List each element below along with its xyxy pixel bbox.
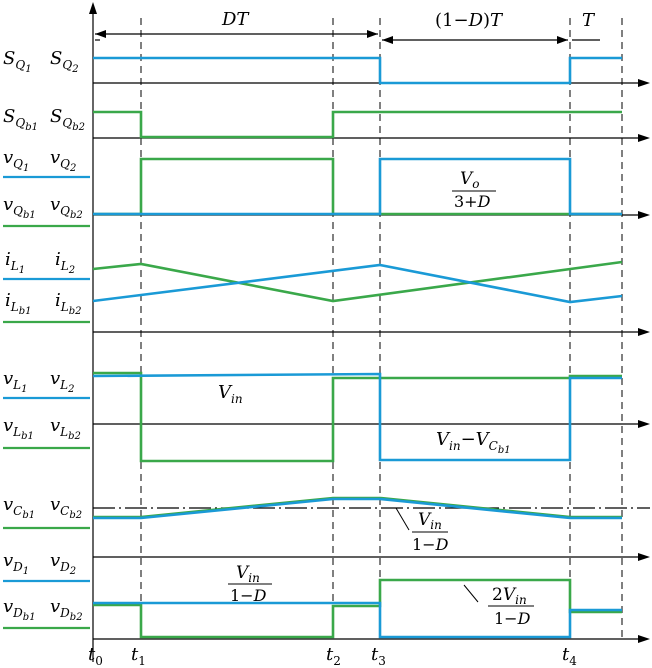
svg-text:iL1: iL1 [5,249,25,276]
vdb-voltage-waveform [93,578,622,639]
svg-text:vD2: vD2 [50,550,76,577]
svg-text:t0: t0 [88,644,103,668]
svg-text:vCb2: vCb2 [50,494,82,521]
svg-text:vQ2: vQ2 [50,147,76,174]
svg-text:vDb1: vDb1 [3,596,36,623]
svg-text:1−D: 1−D [494,609,531,628]
svg-text:iLb1: iLb1 [5,290,32,317]
row-label-sqb: SQb1 SQb2 [3,106,85,133]
horizontal-axes [93,79,650,643]
vq-voltage-waveform [93,157,622,216]
svg-text:1−D: 1−D [230,586,267,605]
annotation-vd-fraction: Vin 1−D [228,563,272,605]
svg-text:iL2: iL2 [55,249,75,276]
interval-dt-label: DT [221,9,250,30]
time-label-t2: t2 [326,644,341,668]
svg-text:Vin: Vin [218,382,243,406]
svg-text:vDb2: vDb2 [50,596,83,623]
annotation-vo-fraction: Vo 3+D [452,169,496,211]
interval-dt-dimension [95,30,378,38]
svg-text:1−D: 1−D [412,535,449,554]
annotation-vin: Vin [218,382,243,406]
svg-text:t2: t2 [326,644,341,668]
interval-1-minus-d-label: (1−D)T [435,10,504,31]
row-label-ilb: iLb1 iLb2 [5,290,82,317]
svg-text:vLb2: vLb2 [50,415,81,442]
svg-text:SQb1: SQb1 [3,106,38,133]
vertical-axis-arrowhead [89,2,97,14]
annotation-vc-fraction: Vin 1−D [395,507,449,554]
time-label-t4: t4 [562,644,577,668]
row-label-vq: vQ1 vQ2 [3,147,76,174]
svg-text:t4: t4 [562,644,577,668]
svg-text:SQb2: SQb2 [50,106,85,133]
row-label-vdb: vDb1 vDb2 [3,596,83,623]
svg-text:t3: t3 [371,644,386,668]
sq-gate-waveform [93,56,622,85]
svg-text:vLb1: vLb1 [3,415,34,442]
row-label-vqb: vQb1 vQb2 [3,194,83,221]
svg-text:vQb2: vQb2 [50,194,83,221]
row-label-il: iL1 iL2 [5,249,75,276]
time-label-t3: t3 [371,644,386,668]
svg-text:Vin: Vin [236,563,260,585]
svg-text:vCb1: vCb1 [3,494,35,521]
svg-text:SQ1: SQ1 [3,48,32,75]
time-label-t0: t0 [88,644,103,668]
vlb-voltage-waveform [93,371,622,463]
svg-text:vQ1: vQ1 [3,147,29,174]
svg-text:Vin−VCb1: Vin−VCb1 [436,429,511,456]
svg-text:vL1: vL1 [3,368,28,395]
row-label-vc: vCb1 vCb2 [3,494,82,521]
vl-voltage-waveform [92,372,622,462]
vd-voltage-waveform [93,601,622,639]
interval-t-label: T [582,10,596,31]
svg-text:SQ2: SQ2 [50,48,79,75]
row-label-vd: vD1 vD2 [3,550,76,577]
annotation-2vin-fraction: 2Vin 1−D [463,584,534,628]
svg-text:t1: t1 [131,644,146,668]
vqb-voltage-waveform [93,157,622,216]
time-label-t1: t1 [131,644,146,668]
row-label-vl: vL1 vL2 [3,368,75,395]
sqb-gate-waveform [93,110,622,139]
svg-text:2Vin: 2Vin [492,585,527,607]
interval-1-minus-d-dimension [382,36,568,44]
annotation-vin-minus-vcb: Vin−VCb1 [436,429,511,456]
il-current-waveform [92,263,623,304]
svg-text:Vo: Vo [460,169,480,191]
svg-text:vL2: vL2 [50,368,75,395]
row-label-sq: SQ1 SQ2 [3,48,79,75]
svg-text:iLb2: iLb2 [55,290,82,317]
row-label-vlb: vLb1 vLb2 [3,415,81,442]
svg-text:3+D: 3+D [454,192,491,211]
svg-text:vD1: vD1 [3,550,29,577]
svg-text:vQb1: vQb1 [3,194,36,221]
svg-text:Vin: Vin [418,510,442,532]
vcb-voltage-waveform-blue [93,497,622,520]
